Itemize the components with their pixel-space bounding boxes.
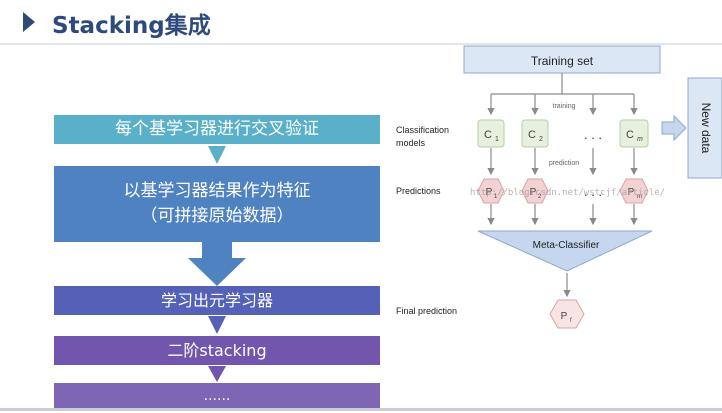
page-title: Stacking集成 [52, 13, 211, 39]
svg-text:m: m [637, 194, 642, 200]
svg-text:1: 1 [494, 194, 498, 200]
chevron-right-icon [23, 12, 35, 32]
flow-step-second-order: 二阶stacking [54, 336, 380, 365]
training-set-label: Training set [531, 54, 594, 68]
svg-text:2: 2 [539, 136, 543, 143]
flow-step-features: 以基学习器结果作为特征 （可拼接原始数据） [54, 166, 380, 242]
flow-step-1-label: 每个基学习器进行交叉验证 [115, 119, 319, 139]
svg-text:C: C [528, 129, 536, 141]
arrow-down-icon [208, 316, 226, 334]
final-prediction-node: P f [549, 299, 585, 329]
prediction-node-1: P 1 [477, 178, 505, 204]
flow-step-2-line-2: （可拼接原始数据） [140, 206, 294, 226]
flow-step-cross-validation: 每个基学习器进行交叉验证 [54, 115, 380, 144]
classifier-node-m: C m [619, 119, 649, 148]
new-data-label: New data [699, 103, 713, 154]
classifier-node-1: C 1 [477, 119, 505, 148]
watermark-text: http://blog.csdn.net/wstcjf/article/ [470, 188, 665, 198]
meta-classifier-label: Meta-Classifier [533, 240, 600, 251]
prediction-node-2: P 2 [521, 178, 549, 204]
classification-models-label-line-1: Classification [396, 125, 449, 135]
classifier-node-2: C 2 [521, 119, 549, 148]
svg-text:2: 2 [538, 194, 542, 200]
svg-text:m: m [637, 136, 643, 143]
prediction-node-m: P m [619, 178, 649, 204]
arrow-down-icon [208, 366, 226, 382]
svg-text:P: P [628, 187, 635, 198]
training-label: training [553, 103, 576, 110]
flow-step-4-label: 二阶stacking [167, 341, 267, 360]
stacking-diagram: Training set training New data Classific… [396, 45, 722, 329]
ellipsis-label: . . . [584, 184, 602, 199]
flow-step-3-label: 学习出元学习器 [160, 291, 273, 310]
svg-text:f: f [570, 318, 572, 324]
svg-text:C: C [484, 129, 492, 141]
big-arrow-down-icon [188, 242, 246, 286]
svg-text:1: 1 [495, 136, 499, 143]
flow-step-meta-learner: 学习出元学习器 [54, 286, 380, 315]
predictions-label: Predictions [396, 186, 441, 196]
arrow-left-icon [661, 114, 687, 142]
arrow-down-icon [208, 146, 226, 164]
flow-step-2-line-1: 以基学习器结果作为特征 [123, 181, 311, 201]
classification-models-label-line-2: models [396, 138, 426, 148]
meta-classifier-shape [477, 230, 653, 272]
new-data-box [687, 77, 722, 179]
title-bar: Stacking集成 [0, 0, 722, 44]
flow-step-5-label: ...... [203, 388, 231, 404]
svg-text:C: C [626, 129, 634, 141]
ellipsis-label: . . . [584, 127, 602, 142]
svg-text:P: P [530, 187, 537, 198]
title-divider [0, 43, 722, 45]
flow-step-more: ...... [54, 383, 380, 408]
svg-text:P: P [486, 187, 493, 198]
prediction-label: prediction [549, 160, 579, 167]
bottom-divider [0, 408, 722, 411]
svg-text:P: P [561, 311, 568, 322]
final-prediction-label: Final prediction [396, 306, 457, 316]
